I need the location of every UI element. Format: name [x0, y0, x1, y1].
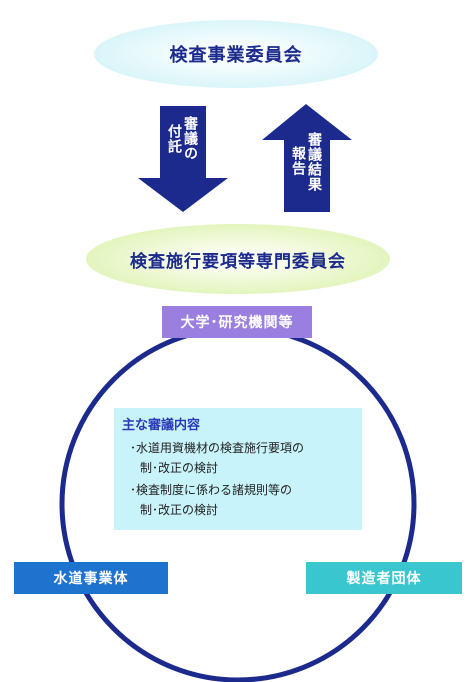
deliberation-box — [114, 408, 362, 530]
water-utility-label: 水道事業体 — [53, 571, 129, 587]
deliberation-item-1-line1: ･水道用資機材の検査施行要項の — [130, 441, 305, 455]
deliberation-title: 主な審議内容 — [122, 418, 201, 433]
top-committee-label: 検査事業委員会 — [169, 45, 303, 66]
water-utility-box: 水道事業体 — [14, 562, 168, 594]
deliberation-item-1-line2: 制･改正の検討 — [140, 461, 219, 475]
manufacturers-label: 製造者団体 — [346, 571, 422, 587]
top-committee-oval: 検査事業委員会 — [94, 20, 378, 88]
university-box: 大学･研究機関等 — [162, 306, 312, 338]
up-arrow — [262, 104, 352, 212]
down-arrow-label-line1: 審議の — [182, 116, 198, 161]
manufacturers-box: 製造者団体 — [306, 562, 462, 594]
up-arrow-label-line1: 審議結果 — [306, 132, 322, 192]
deliberation-item-2-line1: ･検査制度に係わる諸規則等の — [130, 483, 293, 497]
university-label: 大学･研究機関等 — [180, 315, 294, 331]
specialist-committee-label: 検査施行要項等専門委員会 — [130, 251, 346, 272]
specialist-committee-oval: 検査施行要項等専門委員会 — [86, 224, 390, 294]
down-arrow — [138, 106, 228, 212]
up-arrow-label-line2: 報告 — [290, 146, 306, 176]
down-arrow-label-line2: 付託 — [166, 124, 182, 154]
deliberation-item-2-line2: 制･改正の検討 — [140, 503, 219, 517]
